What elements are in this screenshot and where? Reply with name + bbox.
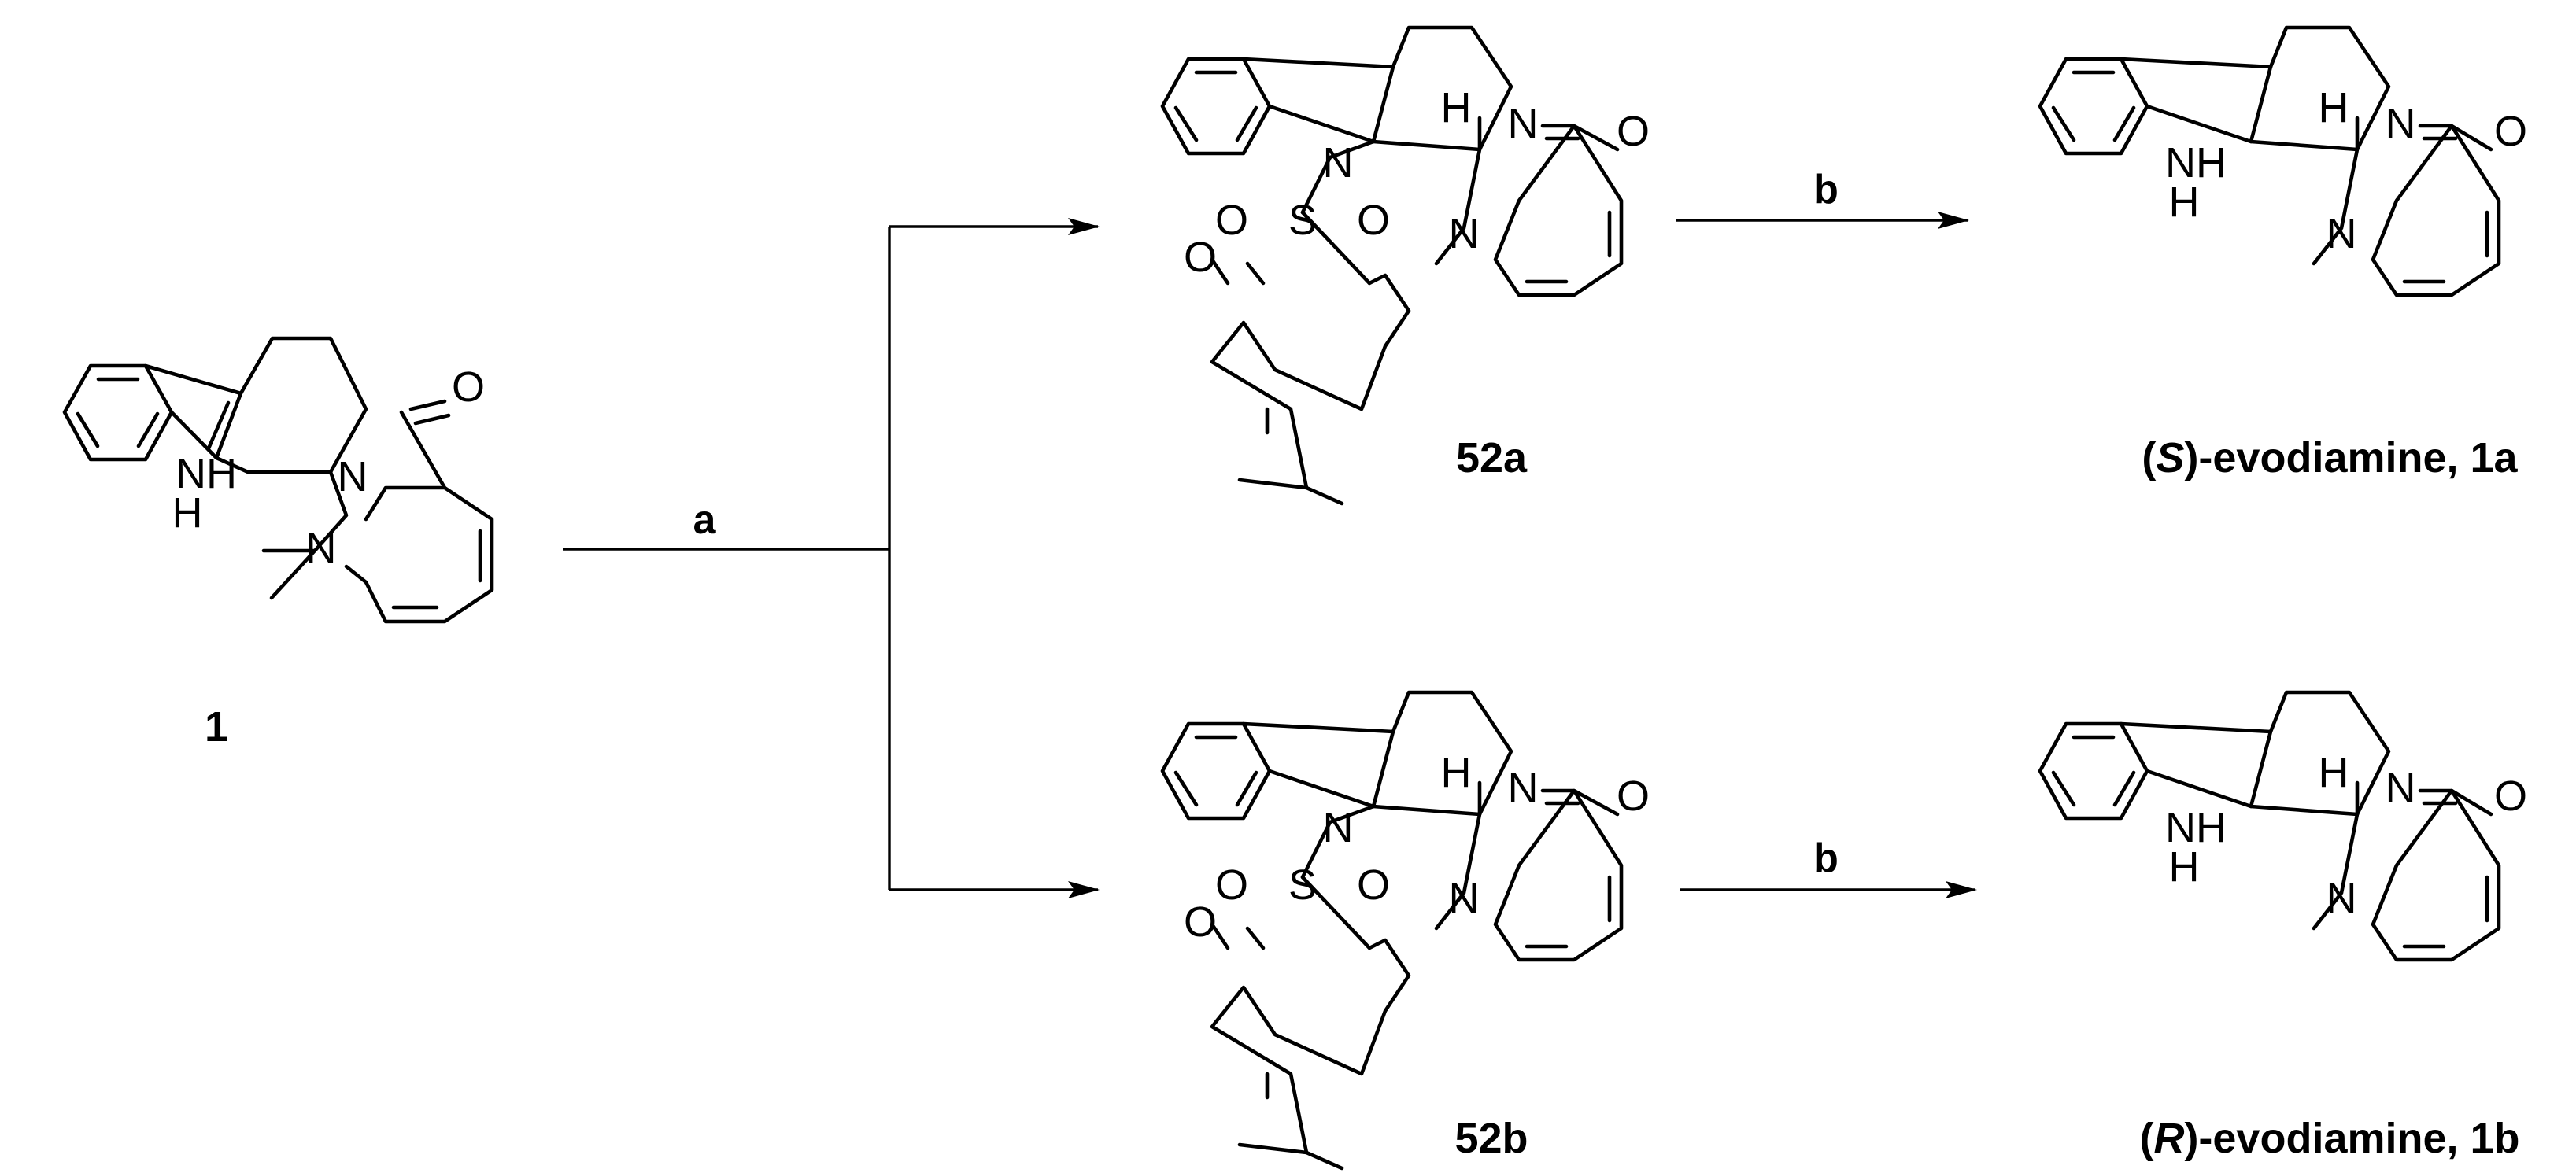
atom-label-s: S <box>1288 861 1317 909</box>
reagent-a-label: a <box>693 497 717 543</box>
compound-52a-atoms: N H N O N O S O O <box>1184 84 1650 281</box>
atom-label-n: N <box>1323 139 1354 186</box>
compound-label-52a: 52a <box>1456 434 1528 481</box>
compound-label-1b: (R)-evodiamine, 1b <box>2139 1115 2519 1162</box>
atom-label-h: H <box>2169 179 2200 226</box>
atom-label-o: O <box>1184 234 1217 281</box>
atom-label-h: H <box>2169 843 2200 891</box>
atom-label-o: O <box>2494 773 2527 820</box>
atom-label-o: O <box>1617 108 1650 155</box>
compound-1-atoms: N NH H N O <box>172 363 486 572</box>
atom-label-s: S <box>1288 197 1317 244</box>
compound-1-structure <box>62 336 494 624</box>
reagent-b-label-top: b <box>1813 167 1839 212</box>
atom-label-nh: NH <box>2165 804 2227 851</box>
atom-label-n: N <box>1449 875 1480 922</box>
atom-label-o: O <box>2494 108 2527 155</box>
reagent-b-label-bottom: b <box>1813 835 1839 881</box>
compound-label-52b: 52b <box>1454 1115 1528 1162</box>
reaction-arrow-a <box>563 218 1100 898</box>
atom-label-o: O <box>1215 861 1248 909</box>
atom-label-n: N <box>1449 210 1480 257</box>
atom-label-o: O <box>1184 898 1217 946</box>
atom-label-h: H <box>1441 84 1472 131</box>
compound-1b-atoms: NH H H N O N <box>2165 749 2527 922</box>
compound-52a-structure <box>1160 25 1624 506</box>
atom-label-nh: NH <box>176 450 237 497</box>
atom-label-h: H <box>172 489 203 537</box>
atom-label-n: N <box>1323 804 1354 851</box>
atom-label-n: N <box>306 525 337 572</box>
atom-label-n: N <box>1508 100 1539 147</box>
compound-1a-structure <box>2038 25 2501 297</box>
atom-label-n: N <box>1508 765 1539 812</box>
atom-label-nh: NH <box>2165 139 2227 186</box>
atom-label-o: O <box>1215 197 1248 244</box>
atom-label-h: H <box>2319 84 2349 131</box>
atom-label-h: H <box>1441 749 1472 796</box>
atom-label-n: N <box>2327 875 2357 922</box>
atom-label-h: H <box>2319 749 2349 796</box>
compound-label-1a: (S)-evodiamine, 1a <box>2142 434 2518 481</box>
compound-1a-atoms: NH H H N O N <box>2165 84 2527 257</box>
compound-52b-atoms: N H N O N O S O O <box>1184 749 1650 946</box>
atom-label-n: N <box>338 453 368 500</box>
atom-label-o: O <box>1357 197 1390 244</box>
atom-label-o: O <box>1357 861 1390 909</box>
atom-label-n: N <box>2386 765 2416 812</box>
atom-label-o: O <box>452 363 485 411</box>
compound-52b-structure <box>1160 690 1624 1171</box>
compound-label-1: 1 <box>205 703 228 751</box>
atom-label-o: O <box>1617 773 1650 820</box>
compound-1b-structure <box>2038 690 2501 962</box>
atom-label-n: N <box>2386 100 2416 147</box>
atom-label-n: N <box>2327 210 2357 257</box>
